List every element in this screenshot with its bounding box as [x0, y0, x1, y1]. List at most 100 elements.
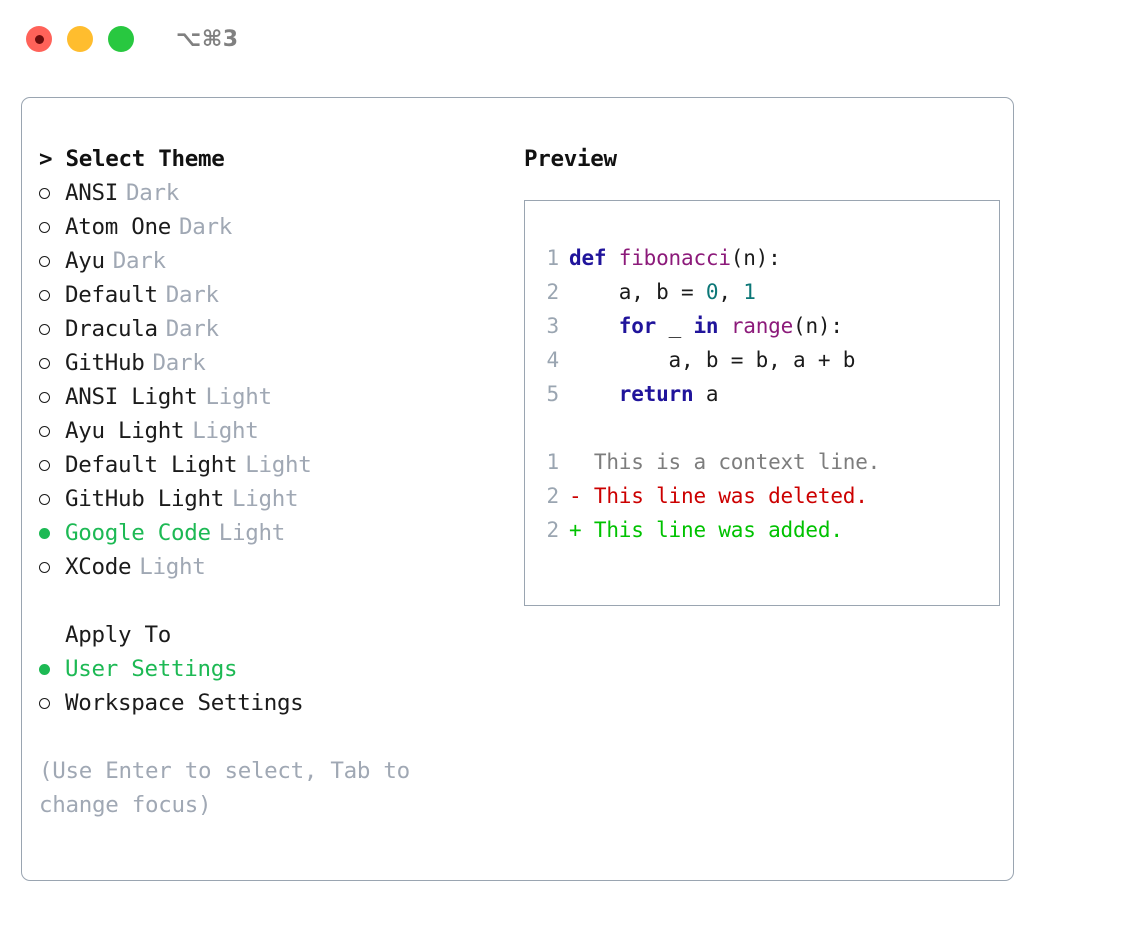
- theme-option-label: XCode: [65, 554, 132, 580]
- diff-line-text: This is a context line.: [581, 450, 881, 474]
- radio-unselected-icon: [39, 698, 65, 709]
- theme-option-label: Ayu: [65, 248, 105, 274]
- traffic-light-group: [26, 26, 134, 52]
- radio-unselected-icon: [39, 358, 65, 369]
- apply-to-option-user-settings[interactable]: User Settings: [39, 652, 502, 686]
- theme-option-variant-tag: Light: [205, 384, 272, 410]
- line-number: 3: [546, 314, 560, 338]
- theme-option-label: ANSI Light: [65, 384, 198, 410]
- code-line: 2 a, b = 0, 1: [525, 275, 999, 309]
- code-token-plain: a: [693, 382, 719, 406]
- recording-indicator-icon: [34, 34, 44, 44]
- code-line-content: a, b = b, a + b: [569, 343, 856, 377]
- line-number: 2: [546, 518, 560, 542]
- theme-option-label: ANSI: [65, 180, 118, 206]
- line-number: 1: [546, 246, 560, 270]
- radio-unselected-icon: [39, 392, 65, 403]
- theme-option-ansi-light[interactable]: ANSI Light Light: [39, 380, 502, 414]
- code-token-plain: [718, 314, 730, 338]
- theme-option-label: Atom One: [65, 214, 171, 240]
- diff-marker: [569, 445, 581, 479]
- theme-picker-heading: > Select Theme: [39, 146, 225, 172]
- code-token-fn: range: [730, 314, 794, 338]
- code-token-plain: [569, 382, 619, 406]
- minimize-window-button[interactable]: [67, 26, 93, 52]
- code-line-content: a, b = 0, 1: [569, 275, 756, 309]
- list-spacer: [39, 584, 502, 618]
- theme-option-variant-tag: Dark: [165, 316, 219, 342]
- diff-sample: 1 This is a context line.2- This line wa…: [525, 445, 999, 547]
- code-line-content: return a: [569, 377, 719, 411]
- apply-to-label: Apply To: [65, 622, 171, 648]
- theme-option-variant-tag: Dark: [112, 248, 166, 274]
- diff-line-text: This line was deleted.: [581, 484, 868, 508]
- radio-unselected-icon: [39, 426, 65, 437]
- theme-option-variant-tag: Dark: [126, 180, 179, 206]
- radio-unselected-icon: [39, 460, 65, 471]
- line-number: 2: [546, 484, 560, 508]
- radio-unselected-icon: [39, 494, 65, 505]
- radio-unselected-icon: [39, 324, 65, 335]
- theme-option-label: Ayu Light: [65, 418, 185, 444]
- diff-line-ctx: 1 This is a context line.: [525, 445, 999, 479]
- theme-option-variant-tag: Light: [218, 520, 286, 546]
- code-token-plain: a, b =: [569, 280, 706, 304]
- theme-option-ayu[interactable]: Ayu Dark: [39, 244, 502, 278]
- keyboard-shortcut-label: ⌥⌘3: [176, 26, 239, 52]
- theme-option-ansi[interactable]: ANSI Dark: [39, 176, 502, 210]
- preview-title: Preview: [524, 146, 617, 172]
- diff-marker: -: [569, 484, 582, 508]
- maximize-window-button[interactable]: [108, 26, 134, 52]
- theme-option-dracula[interactable]: Dracula Dark: [39, 312, 502, 346]
- radio-unselected-icon: [39, 256, 65, 267]
- line-number: 4: [546, 348, 560, 372]
- theme-option-github[interactable]: GitHub Dark: [39, 346, 502, 380]
- code-token-kw: return: [618, 382, 694, 406]
- radio-selected-icon: [39, 664, 65, 675]
- line-number: 5: [546, 382, 560, 406]
- theme-option-label: GitHub: [65, 350, 145, 376]
- theme-option-variant-tag: Dark: [165, 282, 219, 308]
- code-token-kw: for: [618, 314, 657, 338]
- theme-option-variant-tag: Light: [139, 554, 206, 580]
- line-number: 2: [546, 280, 560, 304]
- code-token-plain: _: [656, 314, 694, 338]
- code-token-plain: a, b = b, a + b: [569, 348, 856, 372]
- code-token-kw: in: [693, 314, 719, 338]
- theme-option-variant-tag: Light: [192, 418, 259, 444]
- theme-option-variant-tag: Light: [231, 486, 299, 512]
- code-token-plain: (n):: [730, 246, 781, 270]
- code-blank-line: [525, 411, 999, 445]
- theme-option-xcode[interactable]: XCode Light: [39, 550, 502, 584]
- radio-unselected-icon: [39, 290, 65, 301]
- code-token-num: 0: [705, 280, 719, 304]
- theme-option-label: Dracula: [65, 316, 158, 342]
- code-line-content: for _ in range(n):: [569, 309, 843, 343]
- code-line: 5 return a: [525, 377, 999, 411]
- diff-line-del: 2- This line was deleted.: [525, 479, 999, 513]
- theme-option-ayu-light[interactable]: Ayu Light Light: [39, 414, 502, 448]
- code-token-plain: [569, 314, 619, 338]
- apply-to-option-workspace-settings[interactable]: Workspace Settings: [39, 686, 502, 720]
- theme-option-label: Default Light: [65, 452, 238, 478]
- theme-option-variant-tag: Dark: [152, 350, 206, 376]
- radio-unselected-icon: [39, 562, 65, 573]
- code-token-plain: (n):: [793, 314, 843, 338]
- close-window-button[interactable]: [26, 26, 52, 52]
- code-token-num: 1: [743, 280, 756, 304]
- code-line: 3 for _ in range(n):: [525, 309, 999, 343]
- window-title-bar: ⌥⌘3: [0, 0, 1140, 78]
